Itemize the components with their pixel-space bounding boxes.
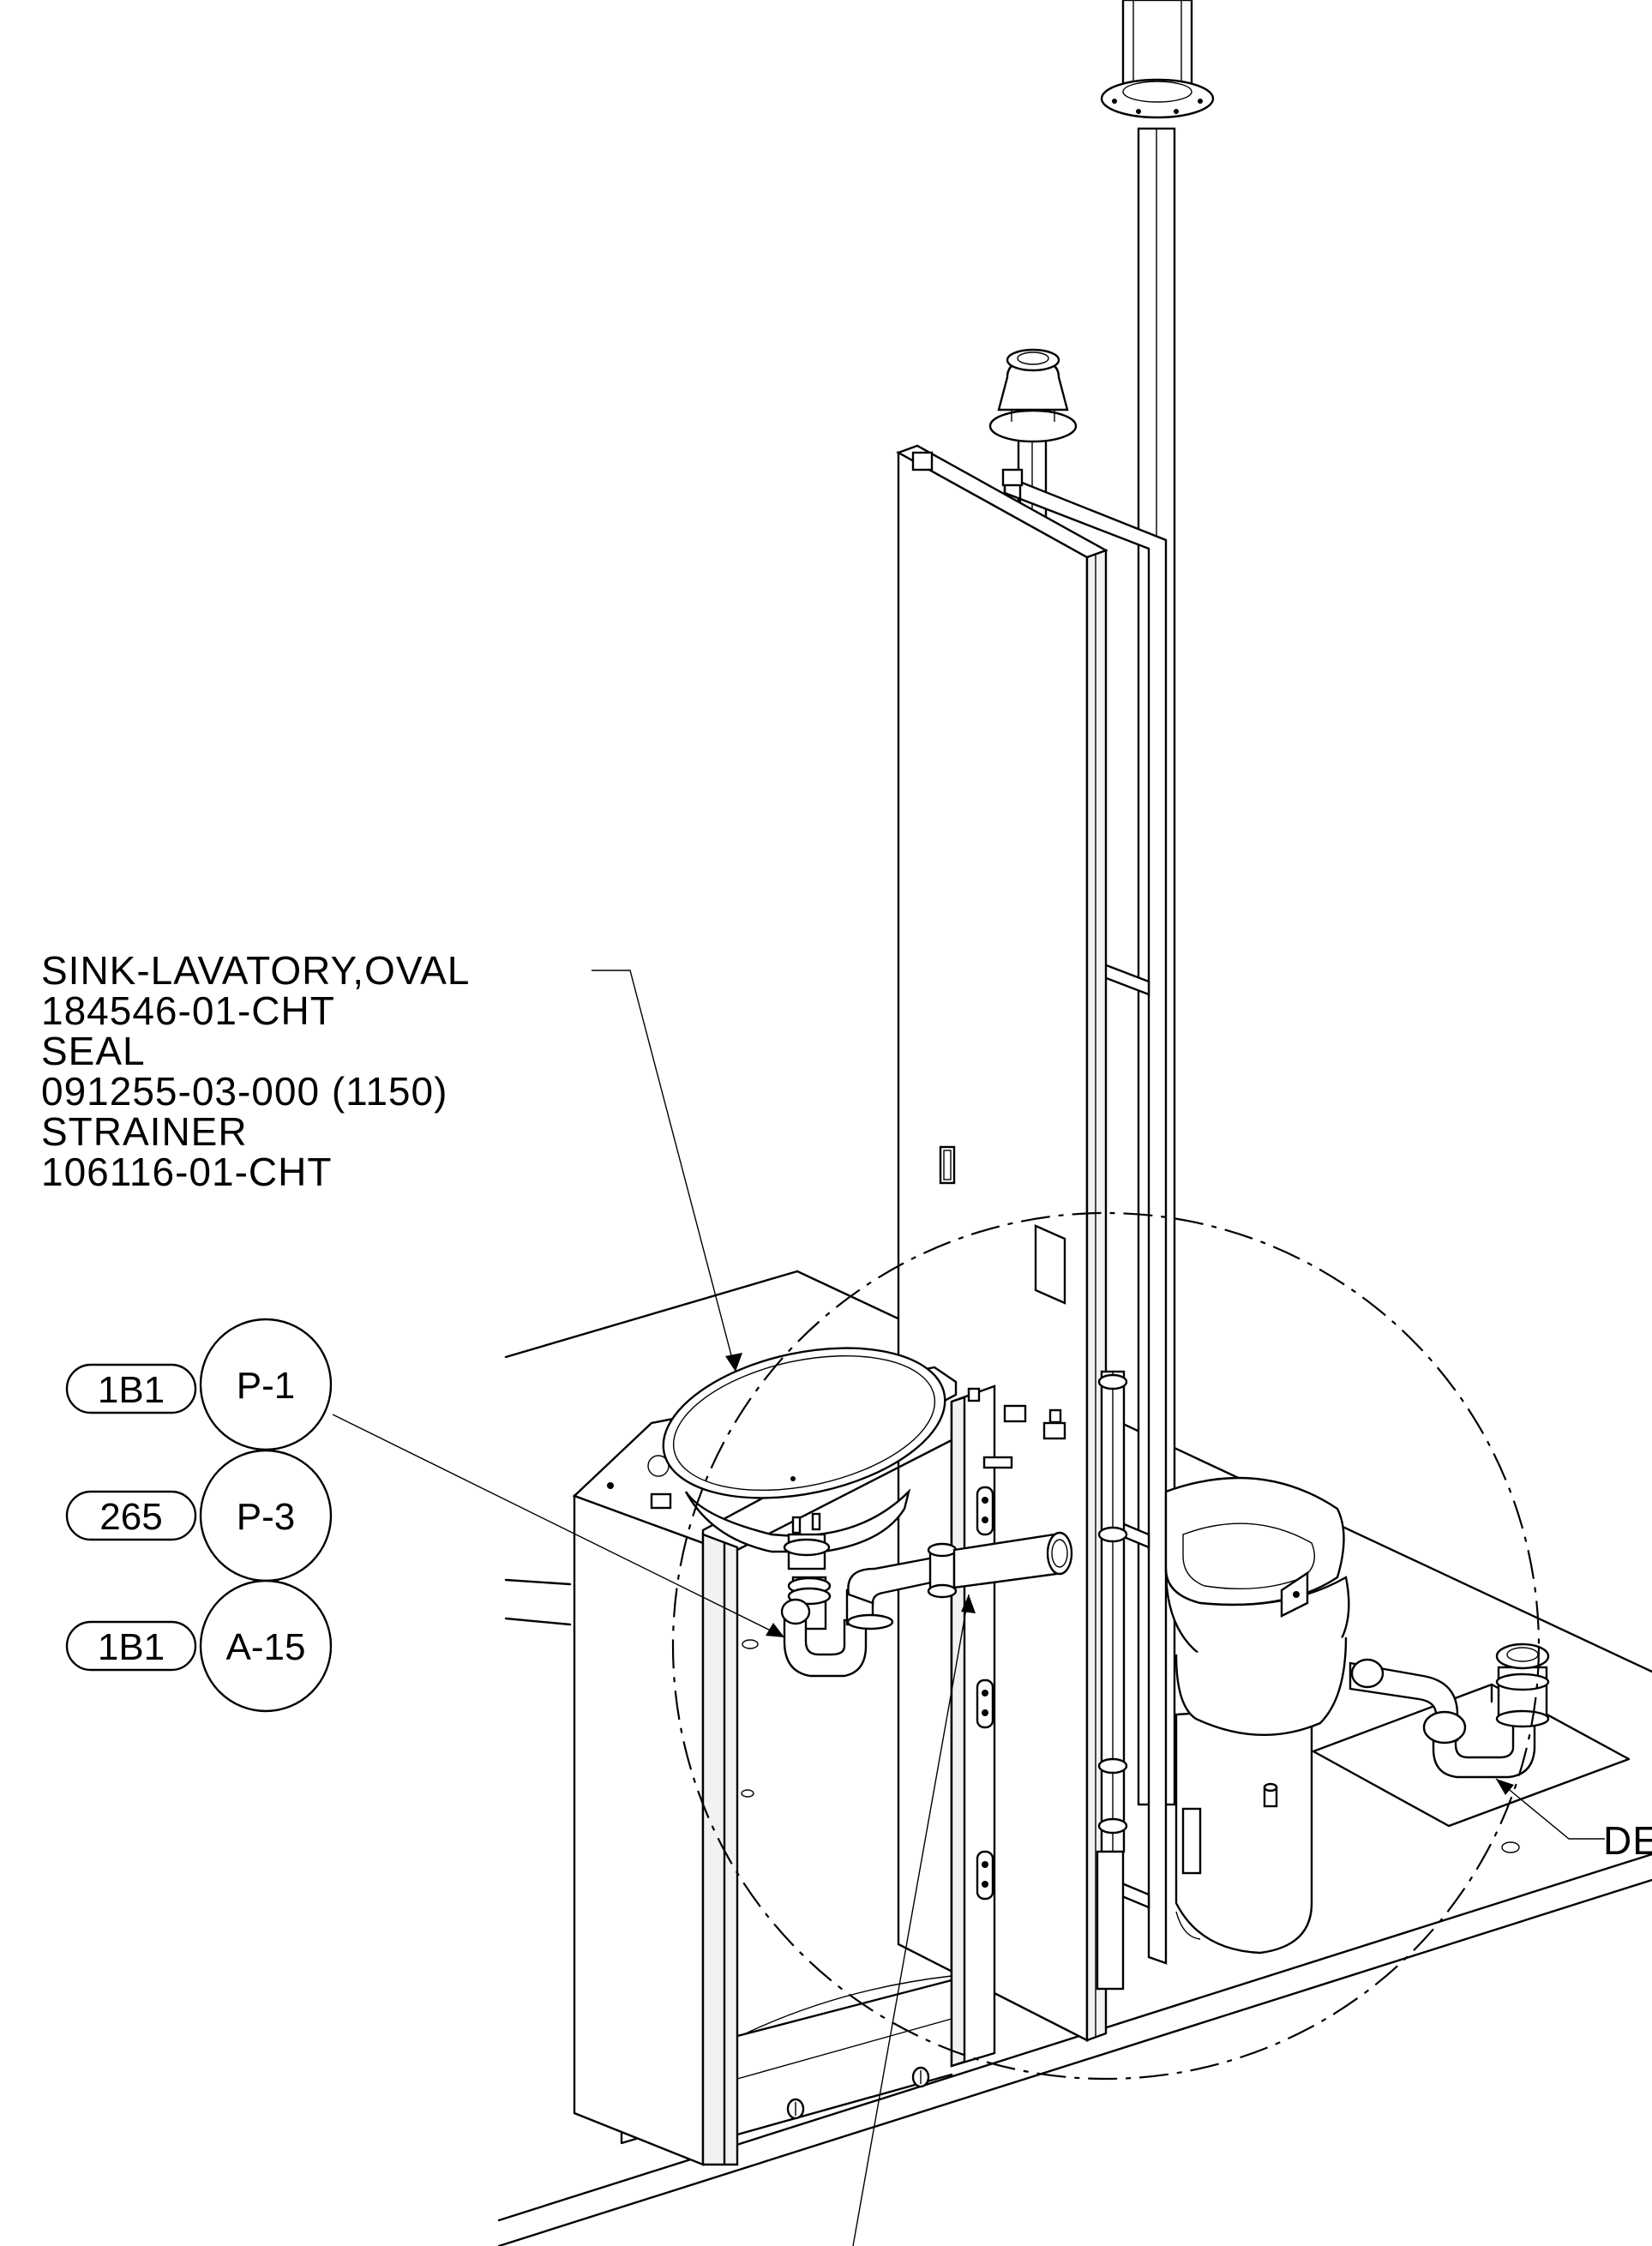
callout-line-2: 184546-01-CHT: [41, 988, 335, 1033]
toilet: [1164, 1476, 1350, 1955]
sink-p-trap: [780, 1531, 1073, 1678]
item-tag-1: 1B1 P-1: [65, 1318, 333, 1451]
callout-line-3: SEAL: [41, 1029, 146, 1073]
detail-label: DE: [1603, 1818, 1652, 1863]
callout-line-4: 091255-03-000 (1150): [41, 1069, 448, 1114]
item-tag-3: 1B1 A-15: [65, 1579, 333, 1713]
oval-sink: [662, 1347, 946, 1553]
item-tag-2: 265 P-3: [65, 1449, 333, 1582]
floor-drain-trap: [1349, 1642, 1550, 1779]
item-tag-ref: P-1: [237, 1365, 295, 1407]
item-tag-code: 1B1: [98, 1626, 165, 1668]
partition-panel: [896, 444, 1168, 2042]
callout-line-1: SINK-LAVATORY,OVAL: [41, 948, 470, 993]
part-callout: SINK-LAVATORY,OVAL 184546-01-CHT SEAL 09…: [41, 948, 470, 1194]
item-tag-code: 1B1: [98, 1369, 165, 1411]
callout-line-5: STRAINER: [41, 1109, 248, 1154]
door-hinges: [967, 1387, 1066, 1901]
leader-lines: [332, 970, 1605, 2246]
detail-circle: [671, 1211, 1541, 2081]
item-tag-code: 265: [99, 1496, 162, 1538]
callout-line-6: 106116-01-CHT: [41, 1150, 332, 1194]
fastener-markers: [786, 2066, 930, 2120]
item-tag-ref: A-15: [226, 1626, 306, 1668]
item-tag-ref: P-3: [237, 1496, 295, 1538]
